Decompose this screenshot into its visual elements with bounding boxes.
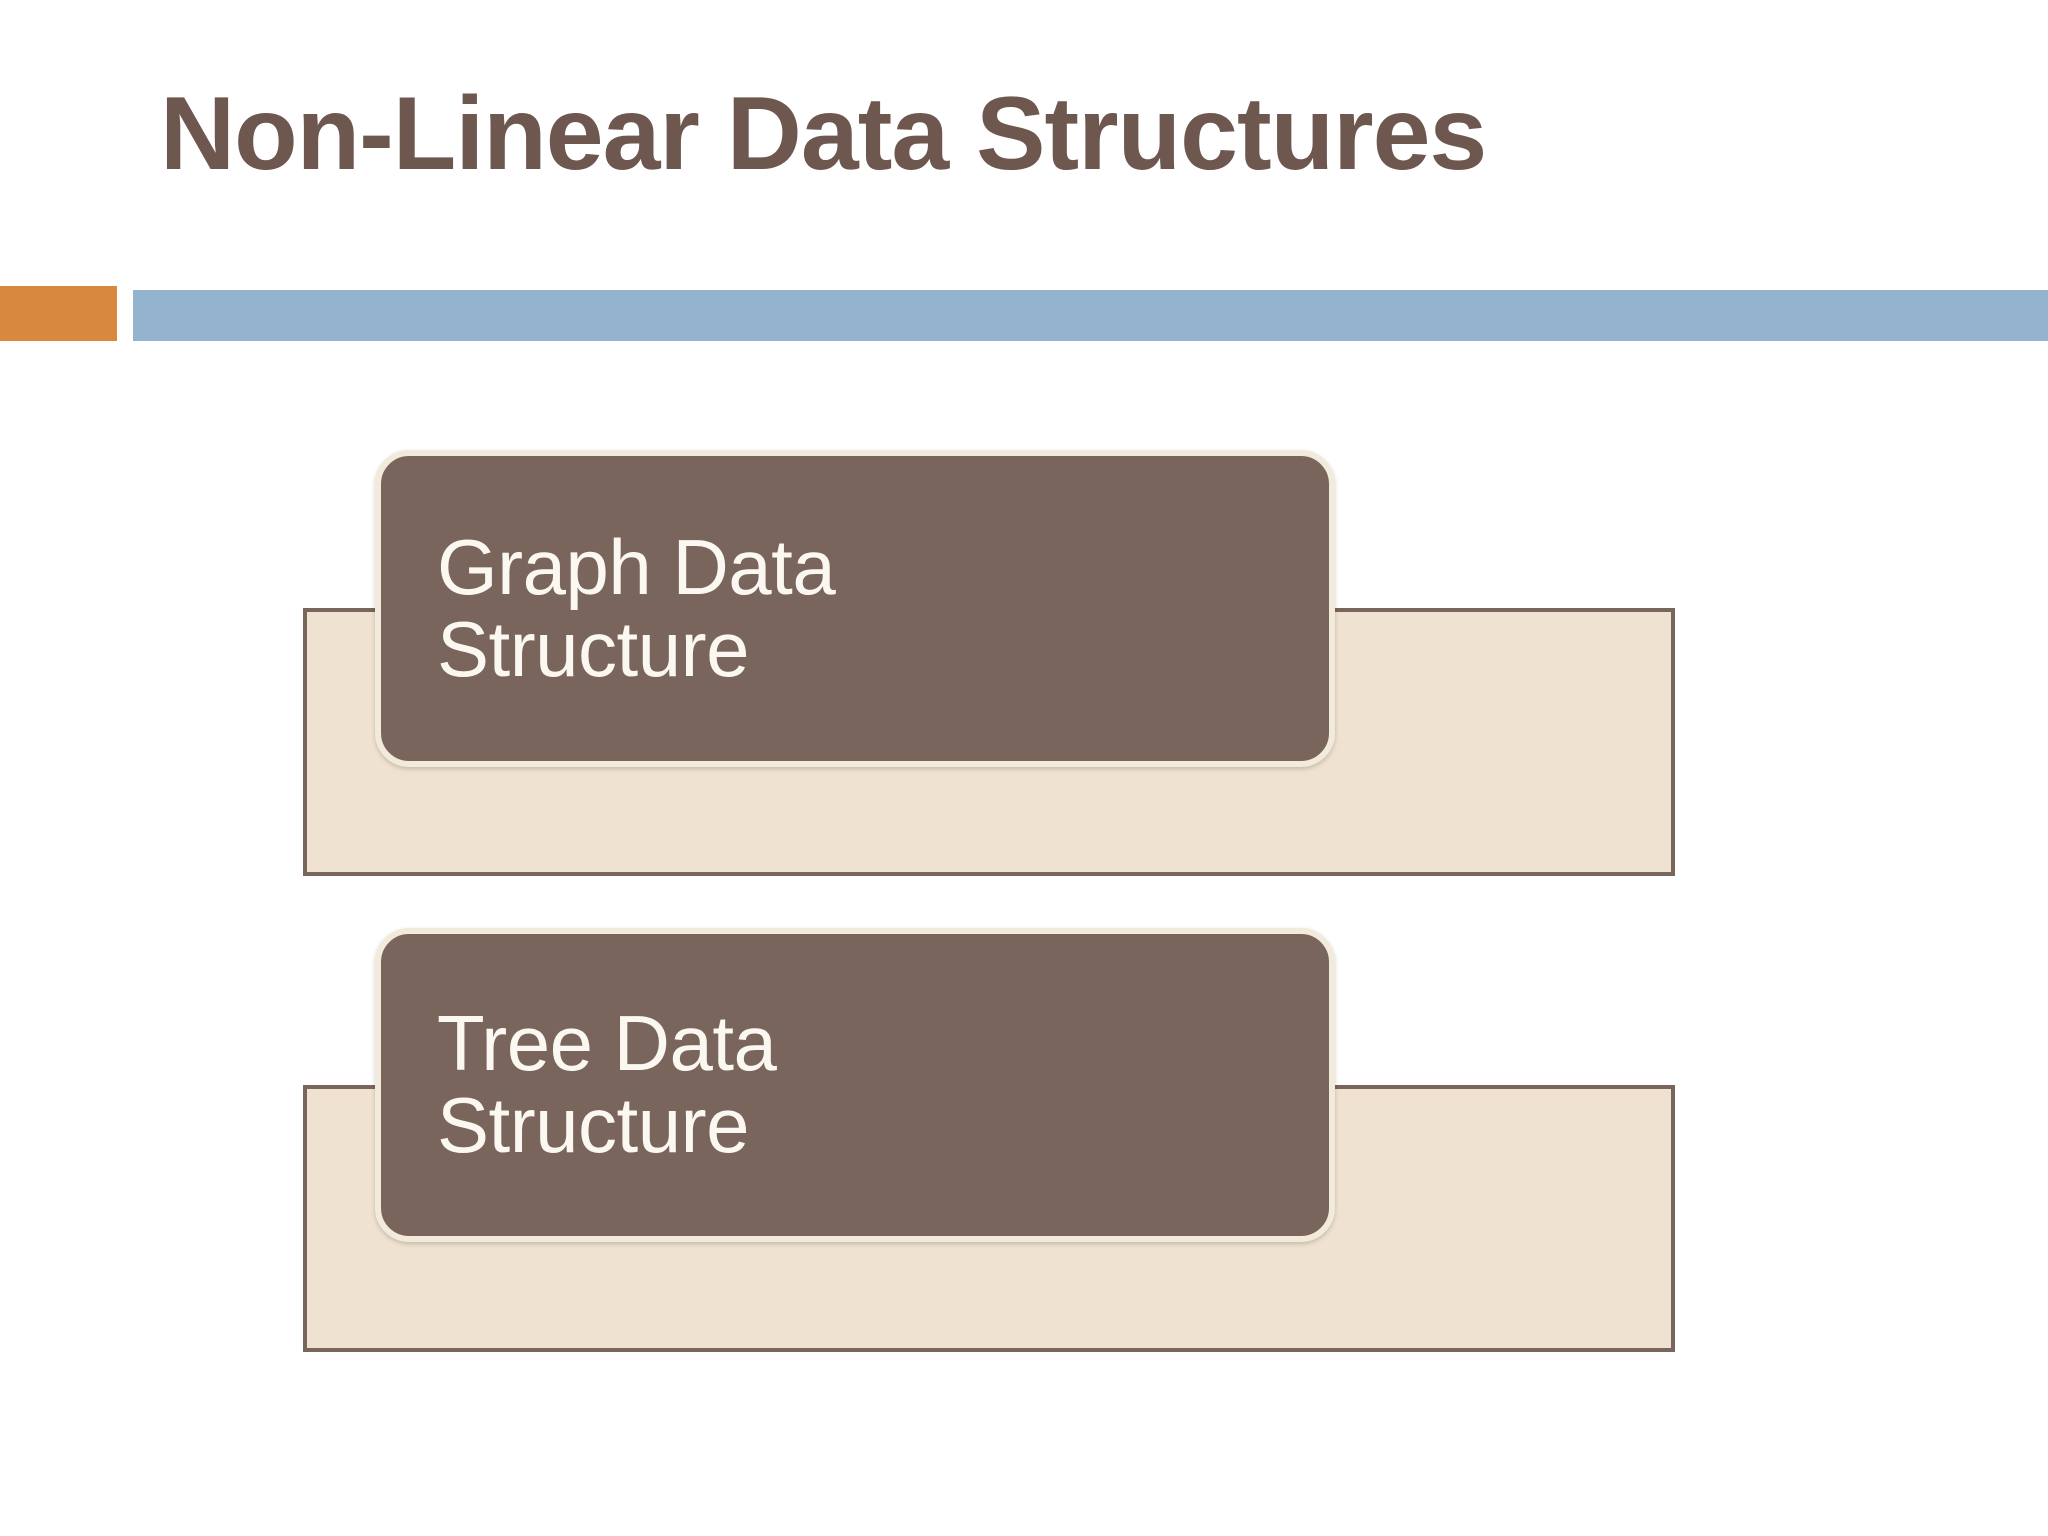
divider-bar — [133, 290, 2048, 341]
callout-tree[interactable]: Tree Data Structure — [375, 928, 1335, 1242]
page-title: Non-Linear Data Structures — [160, 76, 1487, 192]
callout-graph-label: Graph Data Structure — [437, 522, 836, 693]
callout-tree-label: Tree Data Structure — [437, 999, 777, 1169]
callout-graph[interactable]: Graph Data Structure — [375, 450, 1335, 767]
title-divider — [0, 286, 2048, 346]
divider-accent-block — [0, 286, 117, 341]
